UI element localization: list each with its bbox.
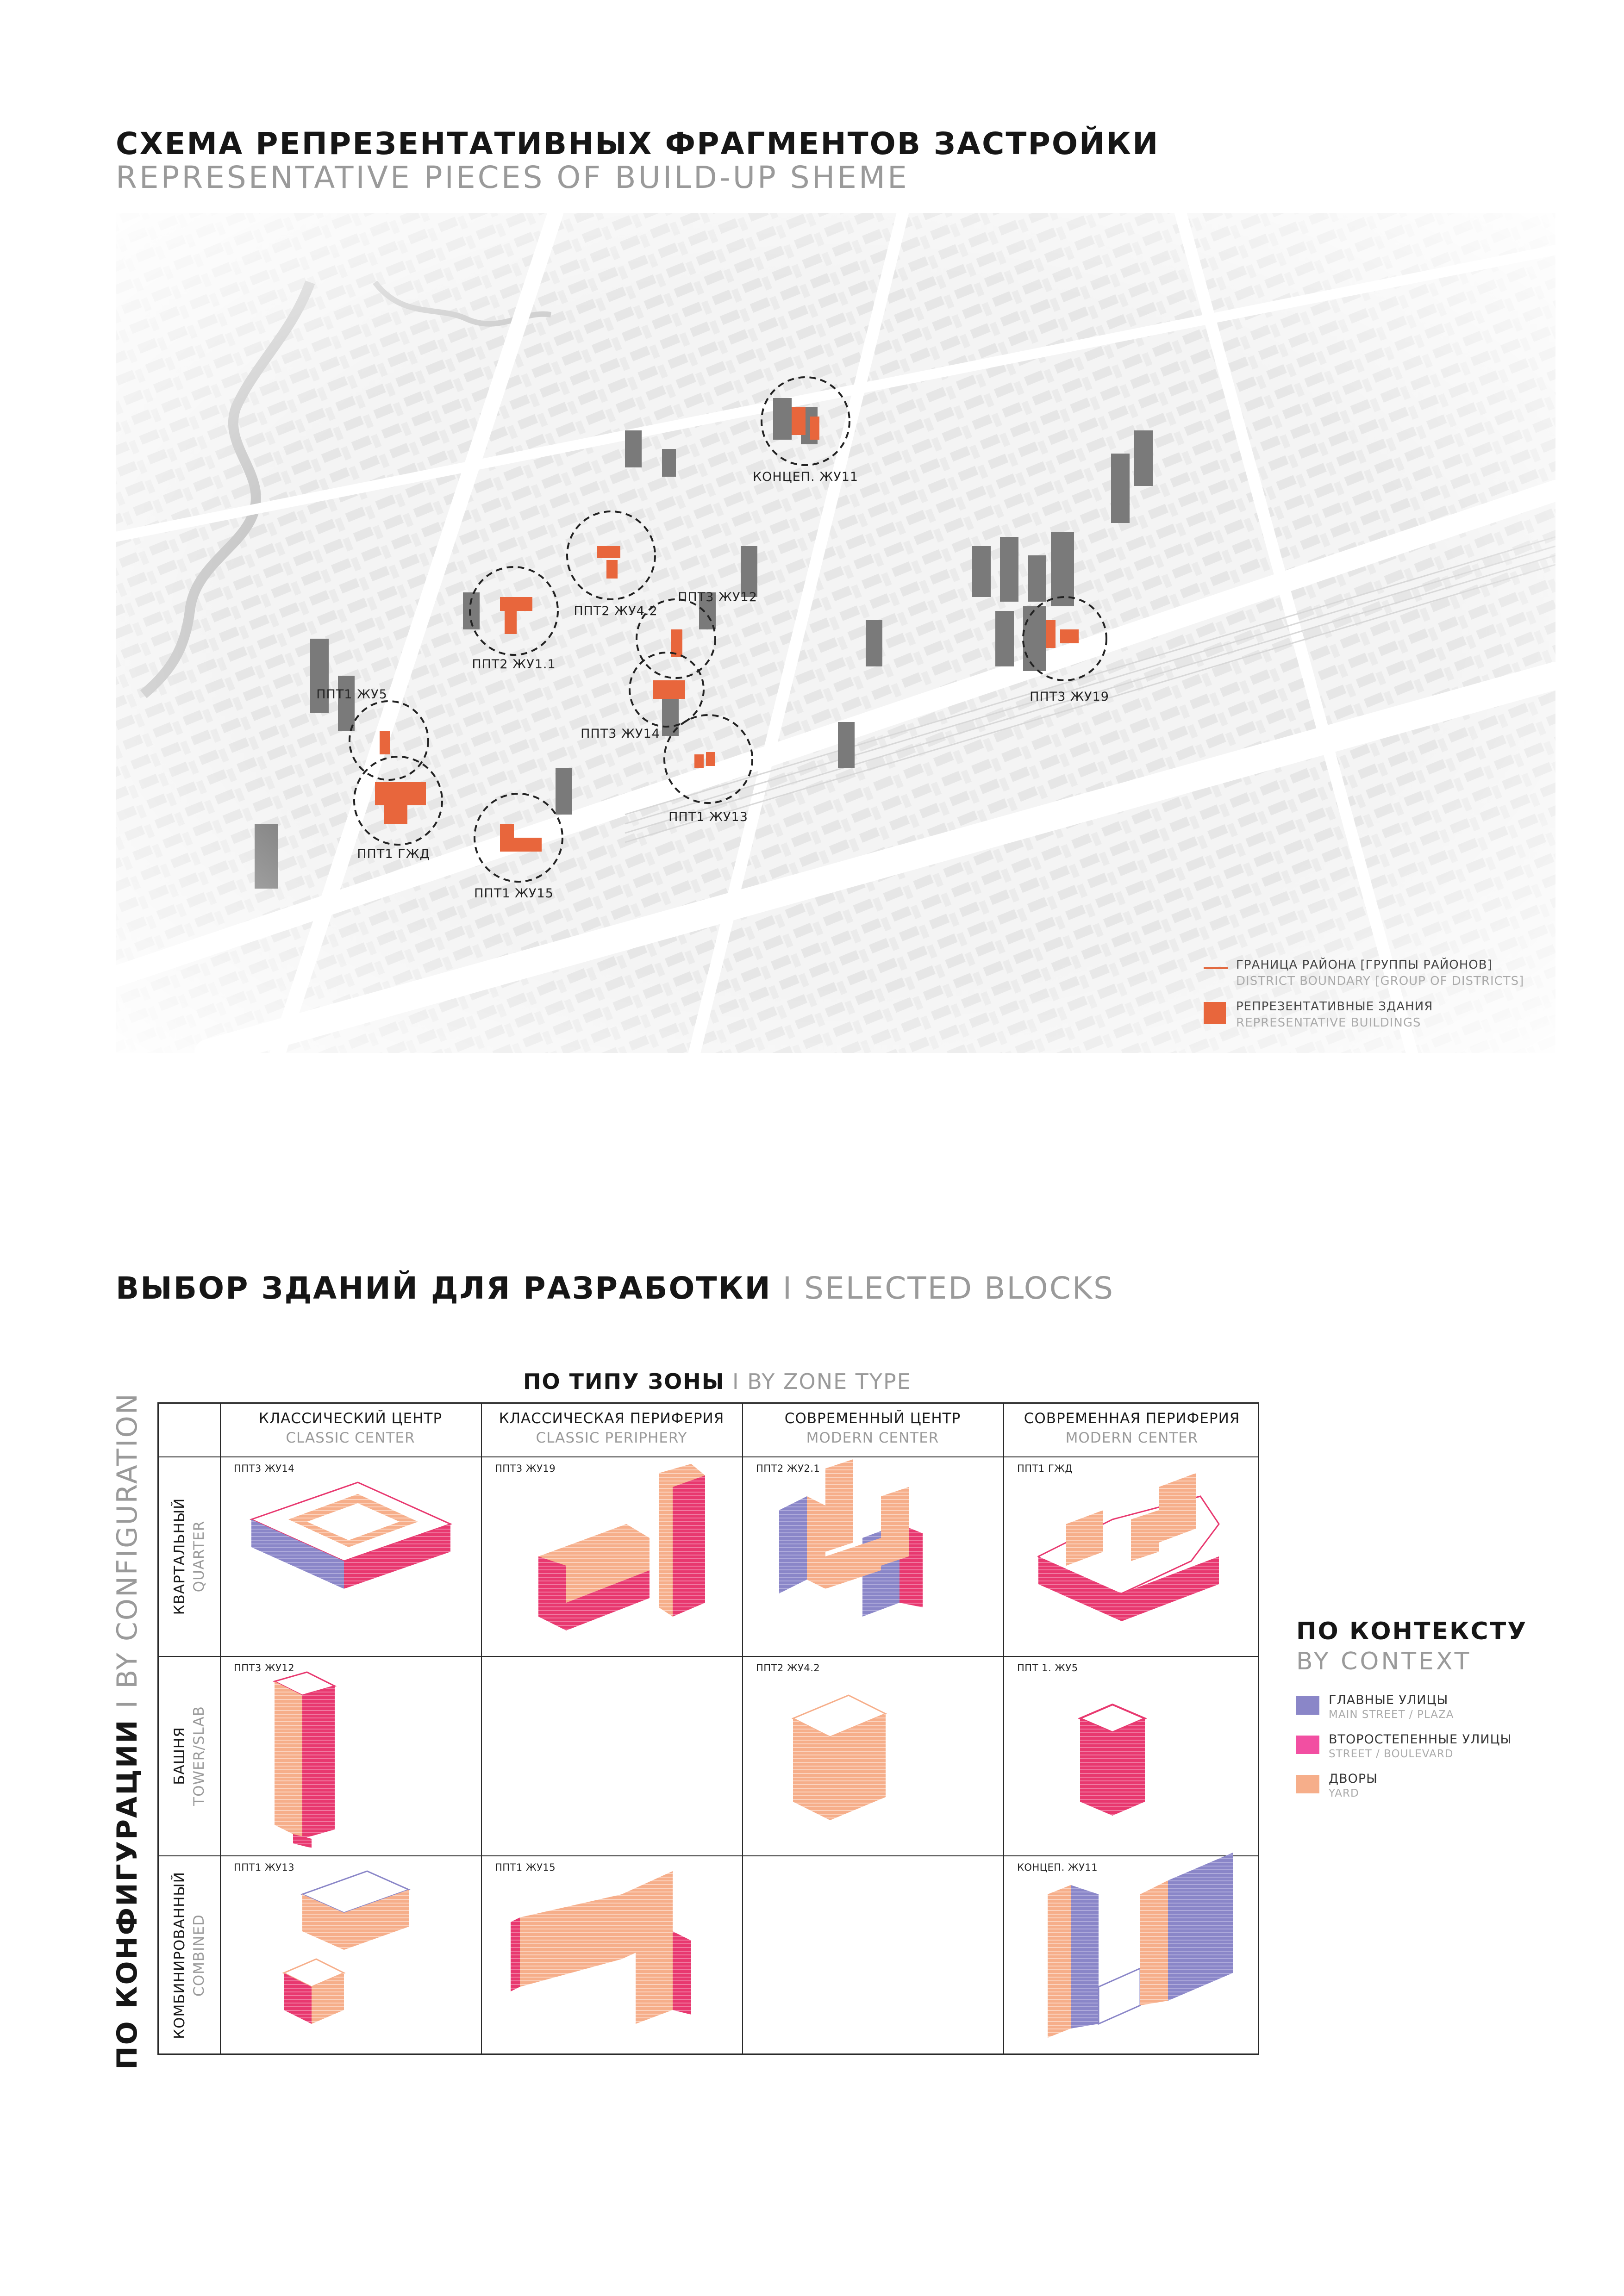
- map-label: ППТ3 ЖУ19: [1030, 690, 1109, 704]
- cell-tag: ППТ 1. ЖУ5: [1017, 1662, 1078, 1674]
- zone-type-title-ru: ПО ТИПУ ЗОНЫ: [523, 1369, 725, 1394]
- map-label: ППТ2 ЖУ1.1: [472, 657, 556, 672]
- column-header: КЛАССИЧЕСКИЙ ЦЕНТР CLASSIC CENTER: [220, 1410, 481, 1446]
- building-r2c4: [1077, 1703, 1148, 1816]
- context-item-ru: ДВОРЫ: [1329, 1772, 1378, 1786]
- district-map: КОНЦЕП. ЖУ11 ППТ2 ЖУ4.2 ППТ3 ЖУ12 ППТ2 Ж…: [116, 213, 1555, 1053]
- zone-type-title: ПО ТИПУ ЗОНЫ I BY ZONE TYPE: [523, 1369, 912, 1394]
- selection-matrix: КЛАССИЧЕСКИЙ ЦЕНТР CLASSIC CENTER КЛАССИ…: [157, 1402, 1259, 2055]
- street-swatch: [1296, 1736, 1319, 1754]
- column-header-ru: КЛАССИЧЕСКАЯ ПЕРИФЕРИЯ: [499, 1410, 725, 1427]
- legend-boundary-ru: ГРАНИЦА РАЙОНА [ГРУППЫ РАЙОНОВ]: [1236, 958, 1493, 972]
- context-item-en: MAIN STREET / PLAZA: [1329, 1709, 1454, 1721]
- cell-tag: ППТ1 ЖУ13: [234, 1862, 295, 1873]
- cell-tag: ППТ1 ГЖД: [1017, 1463, 1073, 1474]
- cell-tag: ППТ2 ЖУ2.1: [756, 1463, 820, 1474]
- cell-tag: ППТ2 ЖУ4.2: [756, 1662, 820, 1674]
- map-label: ППТ3 ЖУ12: [678, 590, 757, 604]
- building-r1c4: [1037, 1473, 1220, 1621]
- building-r3c2: [511, 1871, 691, 2024]
- map-label: ППТ1 ЖУ13: [668, 810, 748, 824]
- legend-boundary-en: DISTRICT BOUNDARY [GROUP OF DISTRICTS]: [1236, 974, 1524, 988]
- building-r1c3: [779, 1459, 923, 1617]
- cell-tag: ППТ3 ЖУ12: [234, 1662, 295, 1674]
- map-label: ППТ1 ГЖД: [357, 847, 430, 861]
- cell-tag: ППТ3 ЖУ19: [495, 1463, 556, 1474]
- map-label: ППТ2 ЖУ4.2: [574, 604, 658, 618]
- map-label: ППТ1 ЖУ5: [316, 687, 387, 702]
- context-title-en: BY CONTEXT: [1296, 1648, 1472, 1675]
- section2-title: ВЫБОР ЗДАНИЙ ДЛЯ РАЗРАБОТКИ I SELECTED B…: [116, 1270, 1114, 1306]
- column-header-en: CLASSIC PERIPHERY: [536, 1430, 687, 1446]
- configuration-title: ПО КОНФИГУРАЦИИ I BY CONFIGURATION: [111, 1392, 144, 2069]
- context-item-en: STREET / BOULEVARD: [1329, 1748, 1454, 1760]
- configuration-title-en: I BY CONFIGURATION: [111, 1392, 144, 1719]
- context-title-ru: ПО КОНТЕКСТУ: [1296, 1618, 1528, 1645]
- context-item-ru: ГЛАВНЫЕ УЛИЦЫ: [1329, 1693, 1449, 1707]
- building-r1c2: [538, 1464, 705, 1630]
- building-illustrations: [249, 1459, 1233, 2038]
- column-header-en: CLASSIC CENTER: [286, 1430, 415, 1446]
- section1-title-en: REPRESENTATIVE PIECES OF BUILD-UP SHEME: [116, 160, 909, 195]
- section2-title-en: I SELECTED BLOCKS: [771, 1270, 1114, 1306]
- building-r1c1: [249, 1481, 453, 1589]
- zone-type-title-en: I BY ZONE TYPE: [725, 1369, 912, 1394]
- column-header: КЛАССИЧЕСКАЯ ПЕРИФЕРИЯ CLASSIC PERIPHERY: [481, 1410, 742, 1446]
- configuration-title-ru: ПО КОНФИГУРАЦИИ: [111, 1718, 144, 2070]
- context-item-ru: ВТОРОСТЕПЕННЫЕ УЛИЦЫ: [1329, 1732, 1512, 1747]
- cell-tag: ППТ1 ЖУ15: [495, 1862, 556, 1873]
- map-drawing: [116, 213, 1555, 1053]
- column-header: СОВРЕМЕННЫЙ ЦЕНТР MODERN CENTER: [742, 1410, 1003, 1446]
- map-label: ППТ3 ЖУ14: [581, 727, 660, 741]
- column-header-en: MODERN CENTER: [1065, 1430, 1199, 1446]
- building-r3c4: [1048, 1853, 1233, 2038]
- column-header-ru: КЛАССИЧЕСКИЙ ЦЕНТР: [258, 1410, 443, 1427]
- section2-title-ru: ВЫБОР ЗДАНИЙ ДЛЯ РАЗРАБОТКИ: [116, 1270, 772, 1306]
- building-r2c1: [272, 1671, 337, 1848]
- legend-buildings-en: REPRESENTATIVE BUILDINGS: [1236, 1016, 1421, 1030]
- context-item-en: YARD: [1329, 1787, 1359, 1799]
- yard-swatch: [1296, 1775, 1319, 1793]
- main-street-swatch: [1296, 1696, 1319, 1715]
- column-header-ru: СОВРЕМЕННАЯ ПЕРИФЕРИЯ: [1024, 1410, 1240, 1427]
- column-header-ru: СОВРЕМЕННЫЙ ЦЕНТР: [784, 1410, 961, 1427]
- cell-tag: КОНЦЕП. ЖУ11: [1017, 1862, 1098, 1873]
- buildings-legend-swatch: [1204, 1002, 1226, 1024]
- cell-tag: ППТ3 ЖУ14: [234, 1463, 295, 1474]
- column-header-en: MODERN CENTER: [806, 1430, 939, 1446]
- legend-buildings-ru: РЕПРЕЗЕНТАТИВНЫЕ ЗДАНИЯ: [1236, 1000, 1433, 1014]
- section1-title-ru: СХЕМА РЕПРЕЗЕНТАТИВНЫХ ФРАГМЕНТОВ ЗАСТРО…: [116, 126, 1160, 162]
- map-label: ППТ1 ЖУ15: [474, 886, 554, 901]
- building-r3c1: [282, 1870, 411, 2024]
- map-label: КОНЦЕП. ЖУ11: [752, 470, 859, 484]
- column-header: СОВРЕМЕННАЯ ПЕРИФЕРИЯ MODERN CENTER: [1003, 1410, 1261, 1446]
- building-r2c3: [791, 1694, 887, 1820]
- boundary-legend-swatch: [1204, 967, 1228, 969]
